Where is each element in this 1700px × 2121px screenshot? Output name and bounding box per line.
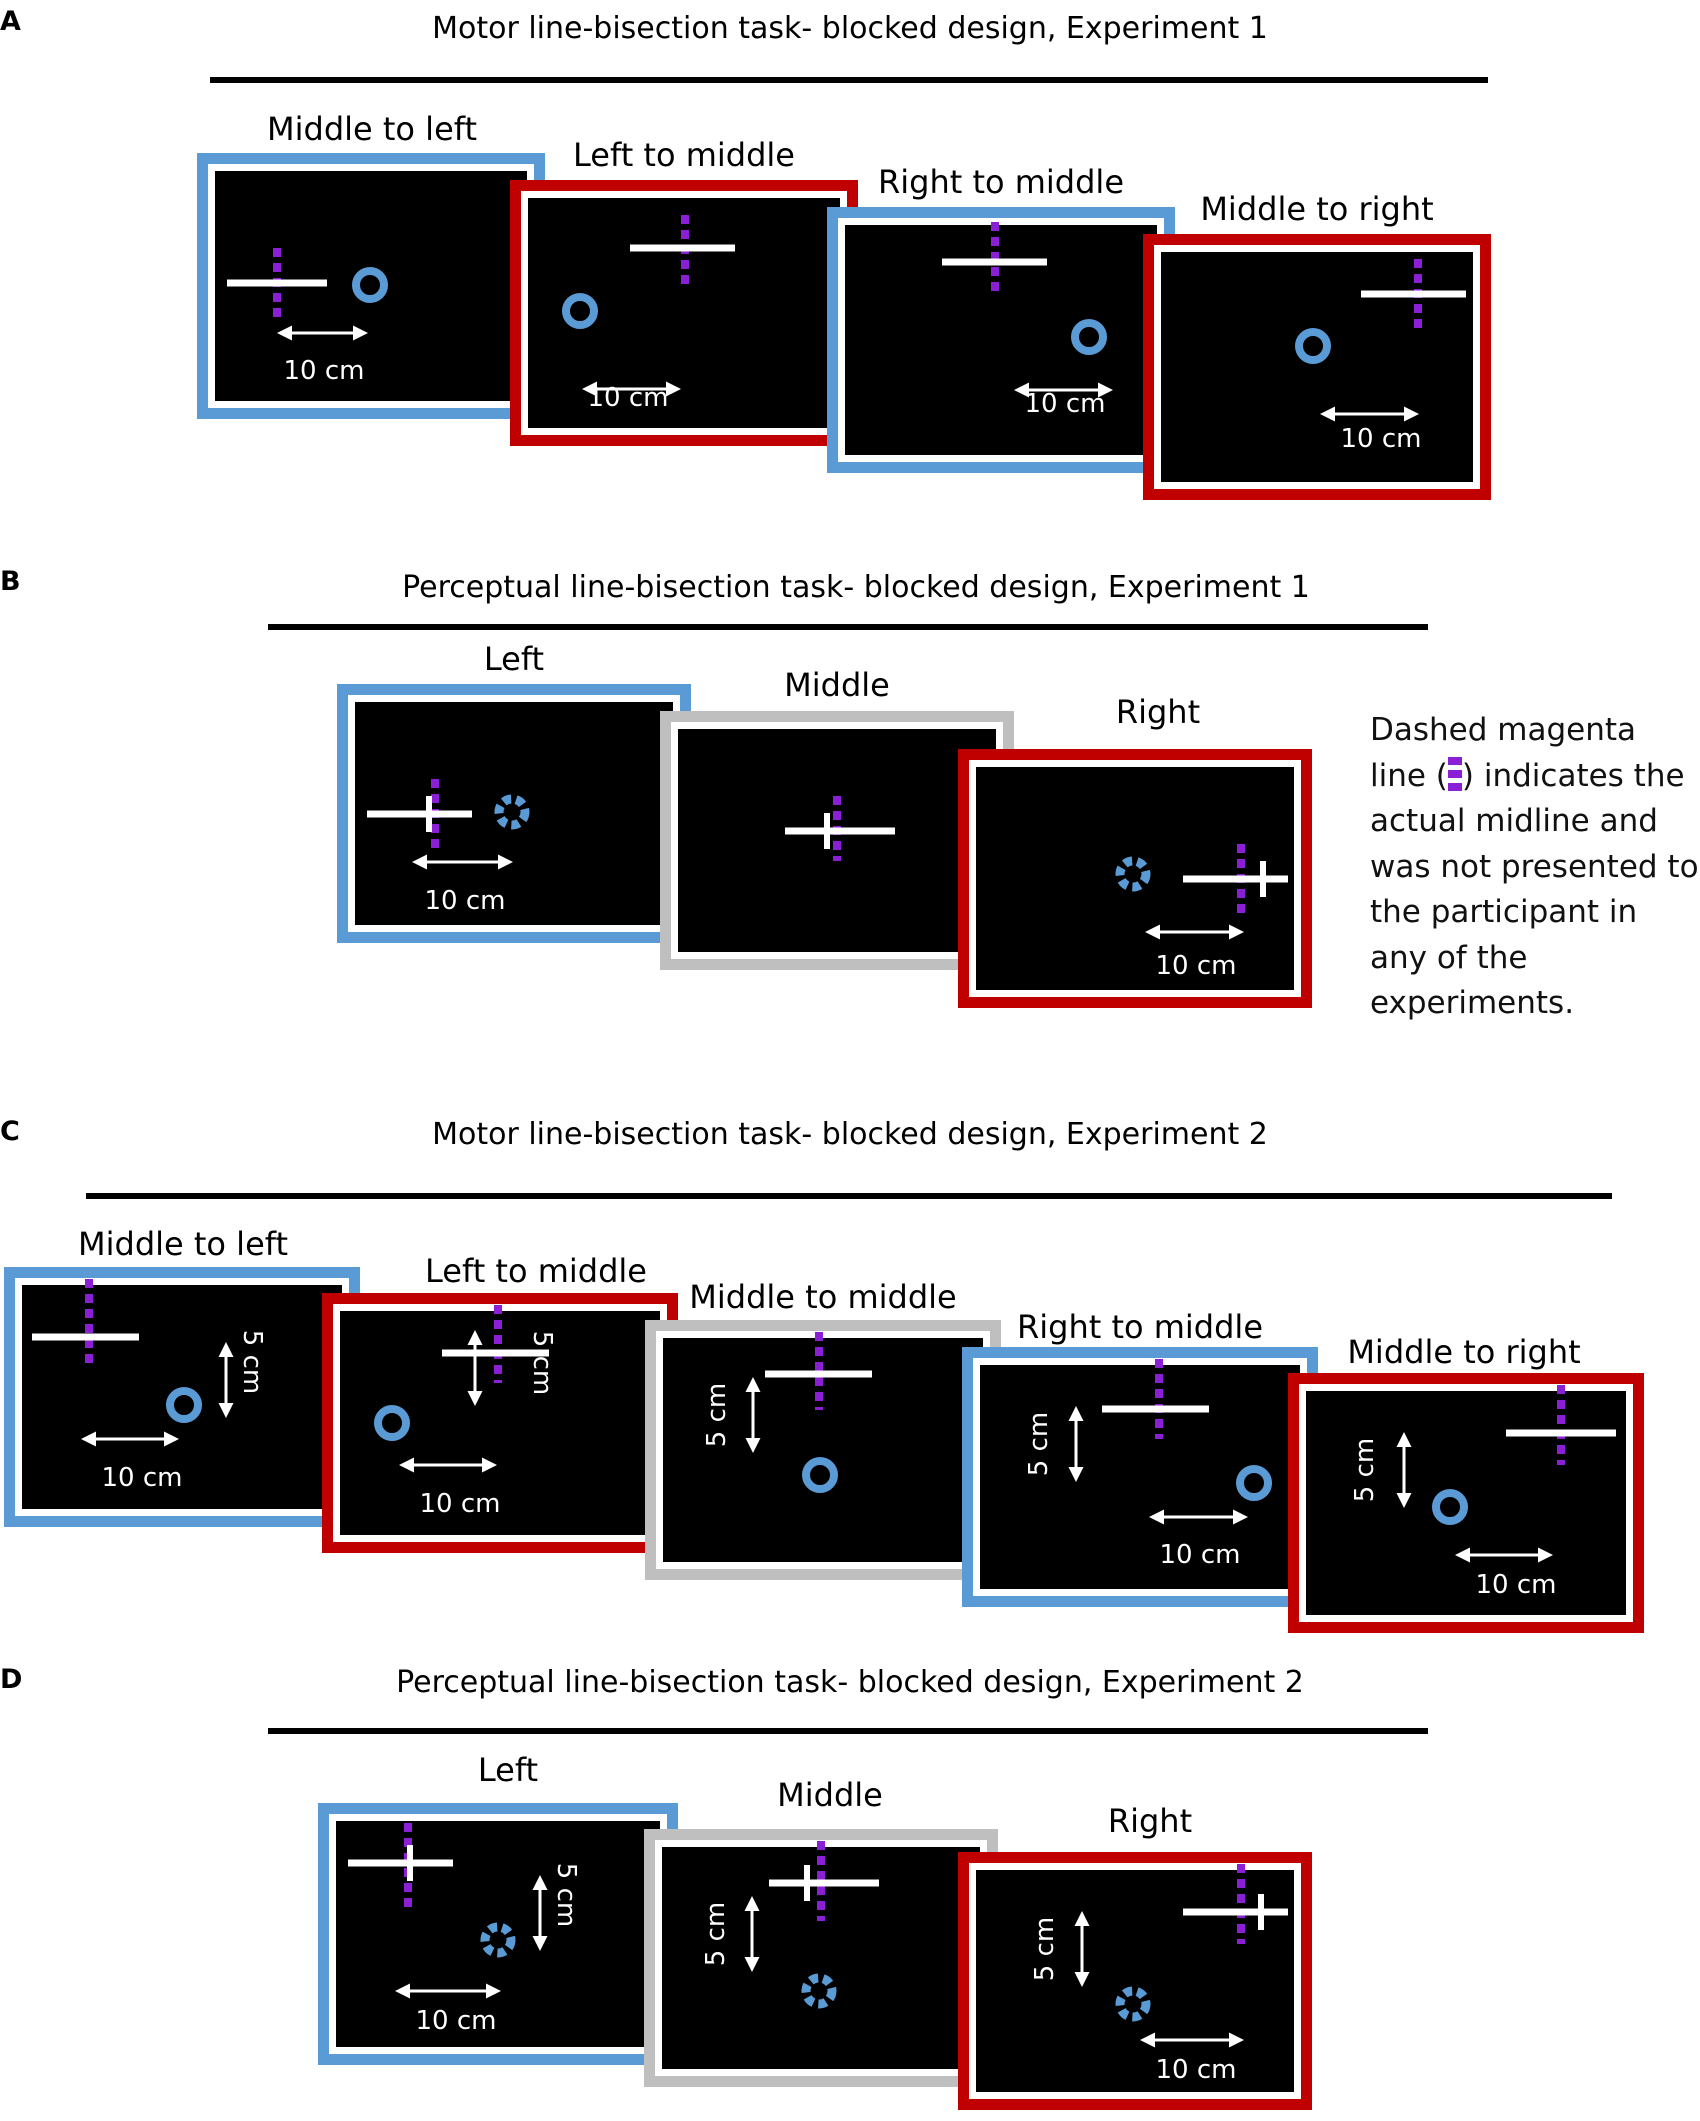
screen-frame: 10 cm — [197, 153, 545, 419]
frame-label: Middle to right — [1200, 190, 1433, 228]
horizontal-distance-label: 10 cm — [1156, 951, 1237, 981]
horizontal-distance-label: 10 cm — [1160, 1540, 1241, 1570]
frame-label: Left to middle — [573, 136, 795, 174]
screen-frame: 10 cm 5 cm — [1288, 1373, 1644, 1633]
screen — [22, 1285, 342, 1509]
screen-frame: 10 cm 5 cm — [958, 1852, 1312, 2110]
target-circle-icon — [1295, 328, 1331, 364]
vertical-distance-label: 5 cm — [1350, 1438, 1380, 1502]
screen — [678, 729, 996, 952]
horizontal-distance-label: 10 cm — [420, 1489, 501, 1519]
screen — [336, 1821, 660, 2047]
dashed-target-icon — [494, 794, 530, 830]
screen-frame: 5 cm — [644, 1829, 998, 2087]
horizontal-distance-label: 10 cm — [425, 886, 506, 916]
dashed-target-icon — [480, 1922, 516, 1958]
screen-frame: 10 cm — [510, 180, 858, 446]
screen — [976, 1870, 1294, 2092]
screen-frame: 10 cm 5 cm — [962, 1347, 1318, 1607]
horizontal-distance-label: 10 cm — [1156, 2055, 1237, 2085]
target-circle-icon — [802, 1457, 838, 1493]
frame-label: Left — [478, 1751, 538, 1789]
horizontal-distance-label: 10 cm — [588, 383, 669, 413]
dashed-target-icon — [1115, 1986, 1151, 2022]
frame-label: Middle to right — [1347, 1333, 1580, 1371]
vertical-distance-label: 5 cm — [701, 1902, 731, 1966]
frame-label: Right — [1108, 1802, 1192, 1840]
horizontal-distance-label: 10 cm — [284, 356, 365, 386]
screen — [1161, 252, 1473, 482]
target-circle-icon — [352, 267, 388, 303]
screen-frame: 10 cm 5 cm — [4, 1267, 360, 1527]
frame-label: Left — [484, 640, 544, 678]
screen — [980, 1365, 1300, 1589]
vertical-distance-label: 5 cm — [551, 1863, 581, 1927]
screen-frame: 10 cm 5 cm — [322, 1293, 678, 1553]
vertical-distance-label: 5 cm — [237, 1330, 267, 1394]
target-circle-icon — [1071, 319, 1107, 355]
screen-frame: 10 cm — [1143, 234, 1491, 500]
note-text-after: ) indicates the actual midline and was n… — [1370, 757, 1699, 1022]
horizontal-distance-label: 10 cm — [1341, 424, 1422, 454]
panel-title: Perceptual line-bisection task- blocked … — [402, 570, 1310, 605]
frame-label: Right to middle — [1017, 1308, 1263, 1346]
screen-frame: 10 cm — [337, 684, 691, 943]
screen-frame: 10 cm 5 cm — [318, 1803, 678, 2065]
vertical-distance-label: 5 cm — [1030, 1917, 1060, 1981]
panel-title: Perceptual line-bisection task- blocked … — [396, 1665, 1304, 1700]
vertical-distance-label: 5 cm — [1024, 1412, 1054, 1476]
horizontal-distance-label: 10 cm — [1476, 1570, 1557, 1600]
dashed-target-icon — [801, 1973, 837, 2009]
panel-c: C Motor line-bisection task- blocked desi… — [0, 1116, 1644, 1633]
screen — [340, 1311, 660, 1535]
frame-label: Right — [1116, 693, 1200, 731]
panel-title: Motor line-bisection task- blocked desig… — [432, 1117, 1268, 1152]
frame-label: Middle — [784, 666, 890, 704]
target-circle-icon — [1236, 1465, 1272, 1501]
vertical-distance-label: 5 cm — [702, 1383, 732, 1447]
vertical-distance-label: 5 cm — [527, 1331, 557, 1395]
panel-d: D Perceptual line-bisection task- blocked… — [0, 1664, 1428, 2110]
horizontal-distance-label: 10 cm — [416, 2006, 497, 2036]
panel-letter: C — [0, 1116, 20, 1147]
screen-frame — [660, 711, 1014, 970]
horizontal-distance-label: 10 cm — [102, 1463, 183, 1493]
screen-frame: 10 cm — [827, 207, 1175, 473]
target-circle-icon — [374, 1405, 410, 1441]
frame-label: Middle to left — [78, 1225, 288, 1263]
panel-a: A Motor line-bisection task- blocked desi… — [0, 6, 1491, 500]
screen-frame: 10 cm — [958, 749, 1312, 1008]
horizontal-distance-label: 10 cm — [1025, 389, 1106, 419]
screen-frame: 5 cm — [645, 1320, 1001, 1580]
panel-letter: D — [0, 1664, 22, 1695]
dashed-target-icon — [1115, 856, 1151, 892]
frame-label: Right to middle — [878, 163, 1124, 201]
panel-title: Motor line-bisection task- blocked desig… — [432, 11, 1268, 46]
target-circle-icon — [562, 293, 598, 329]
target-circle-icon — [1432, 1489, 1468, 1525]
target-circle-icon — [166, 1387, 202, 1423]
panel-letter: B — [0, 566, 21, 597]
frame-label: Middle — [777, 1776, 883, 1814]
panel-letter: A — [0, 6, 21, 37]
frame-label: Left to middle — [425, 1252, 647, 1290]
frame-label: Middle to middle — [689, 1278, 956, 1316]
note-text-before: Dashed magenta line ( — [1370, 712, 1637, 794]
frame-label: Middle to left — [267, 110, 477, 148]
magenta-dash-icon — [1447, 756, 1462, 793]
midline-note: Dashed magenta line () indicates the act… — [1370, 708, 1700, 1027]
panel-b: B Perceptual line-bisection task- blocked… — [0, 566, 1428, 1008]
